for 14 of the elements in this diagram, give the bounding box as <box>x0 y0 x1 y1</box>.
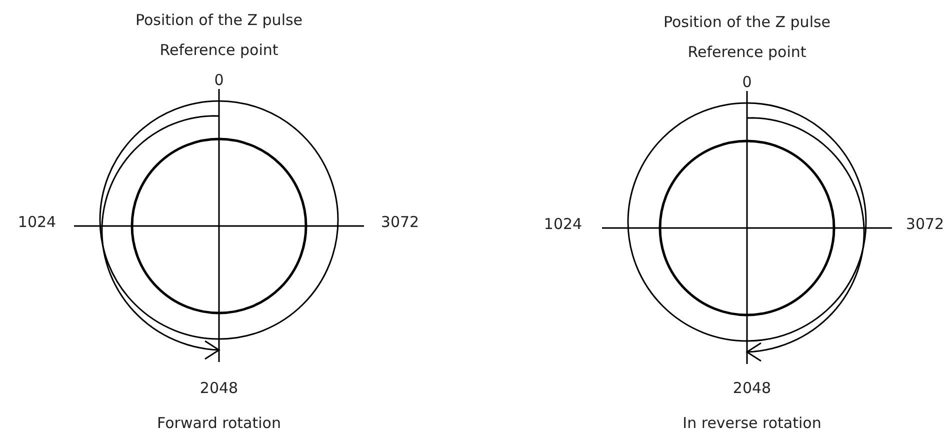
position-value: 0 <box>214 71 224 89</box>
rotation-caption: Forward rotation <box>157 414 281 432</box>
position-value: 1024 <box>544 215 582 233</box>
position-value: 1024 <box>18 213 56 231</box>
heading-text: Position of the Z pulse <box>135 11 303 29</box>
heading-text: Reference point <box>160 41 278 59</box>
position-value: 2048 <box>200 379 238 397</box>
position-value: 2048 <box>732 379 772 397</box>
heading-text: Position of the Z pulse <box>663 13 831 31</box>
rotation-caption: In reverse rotation <box>682 414 822 432</box>
heading-text: Reference point <box>688 43 806 61</box>
position-value: 3072 <box>380 213 420 231</box>
position-value: 0 <box>742 73 752 91</box>
position-value: 3072 <box>906 215 944 233</box>
